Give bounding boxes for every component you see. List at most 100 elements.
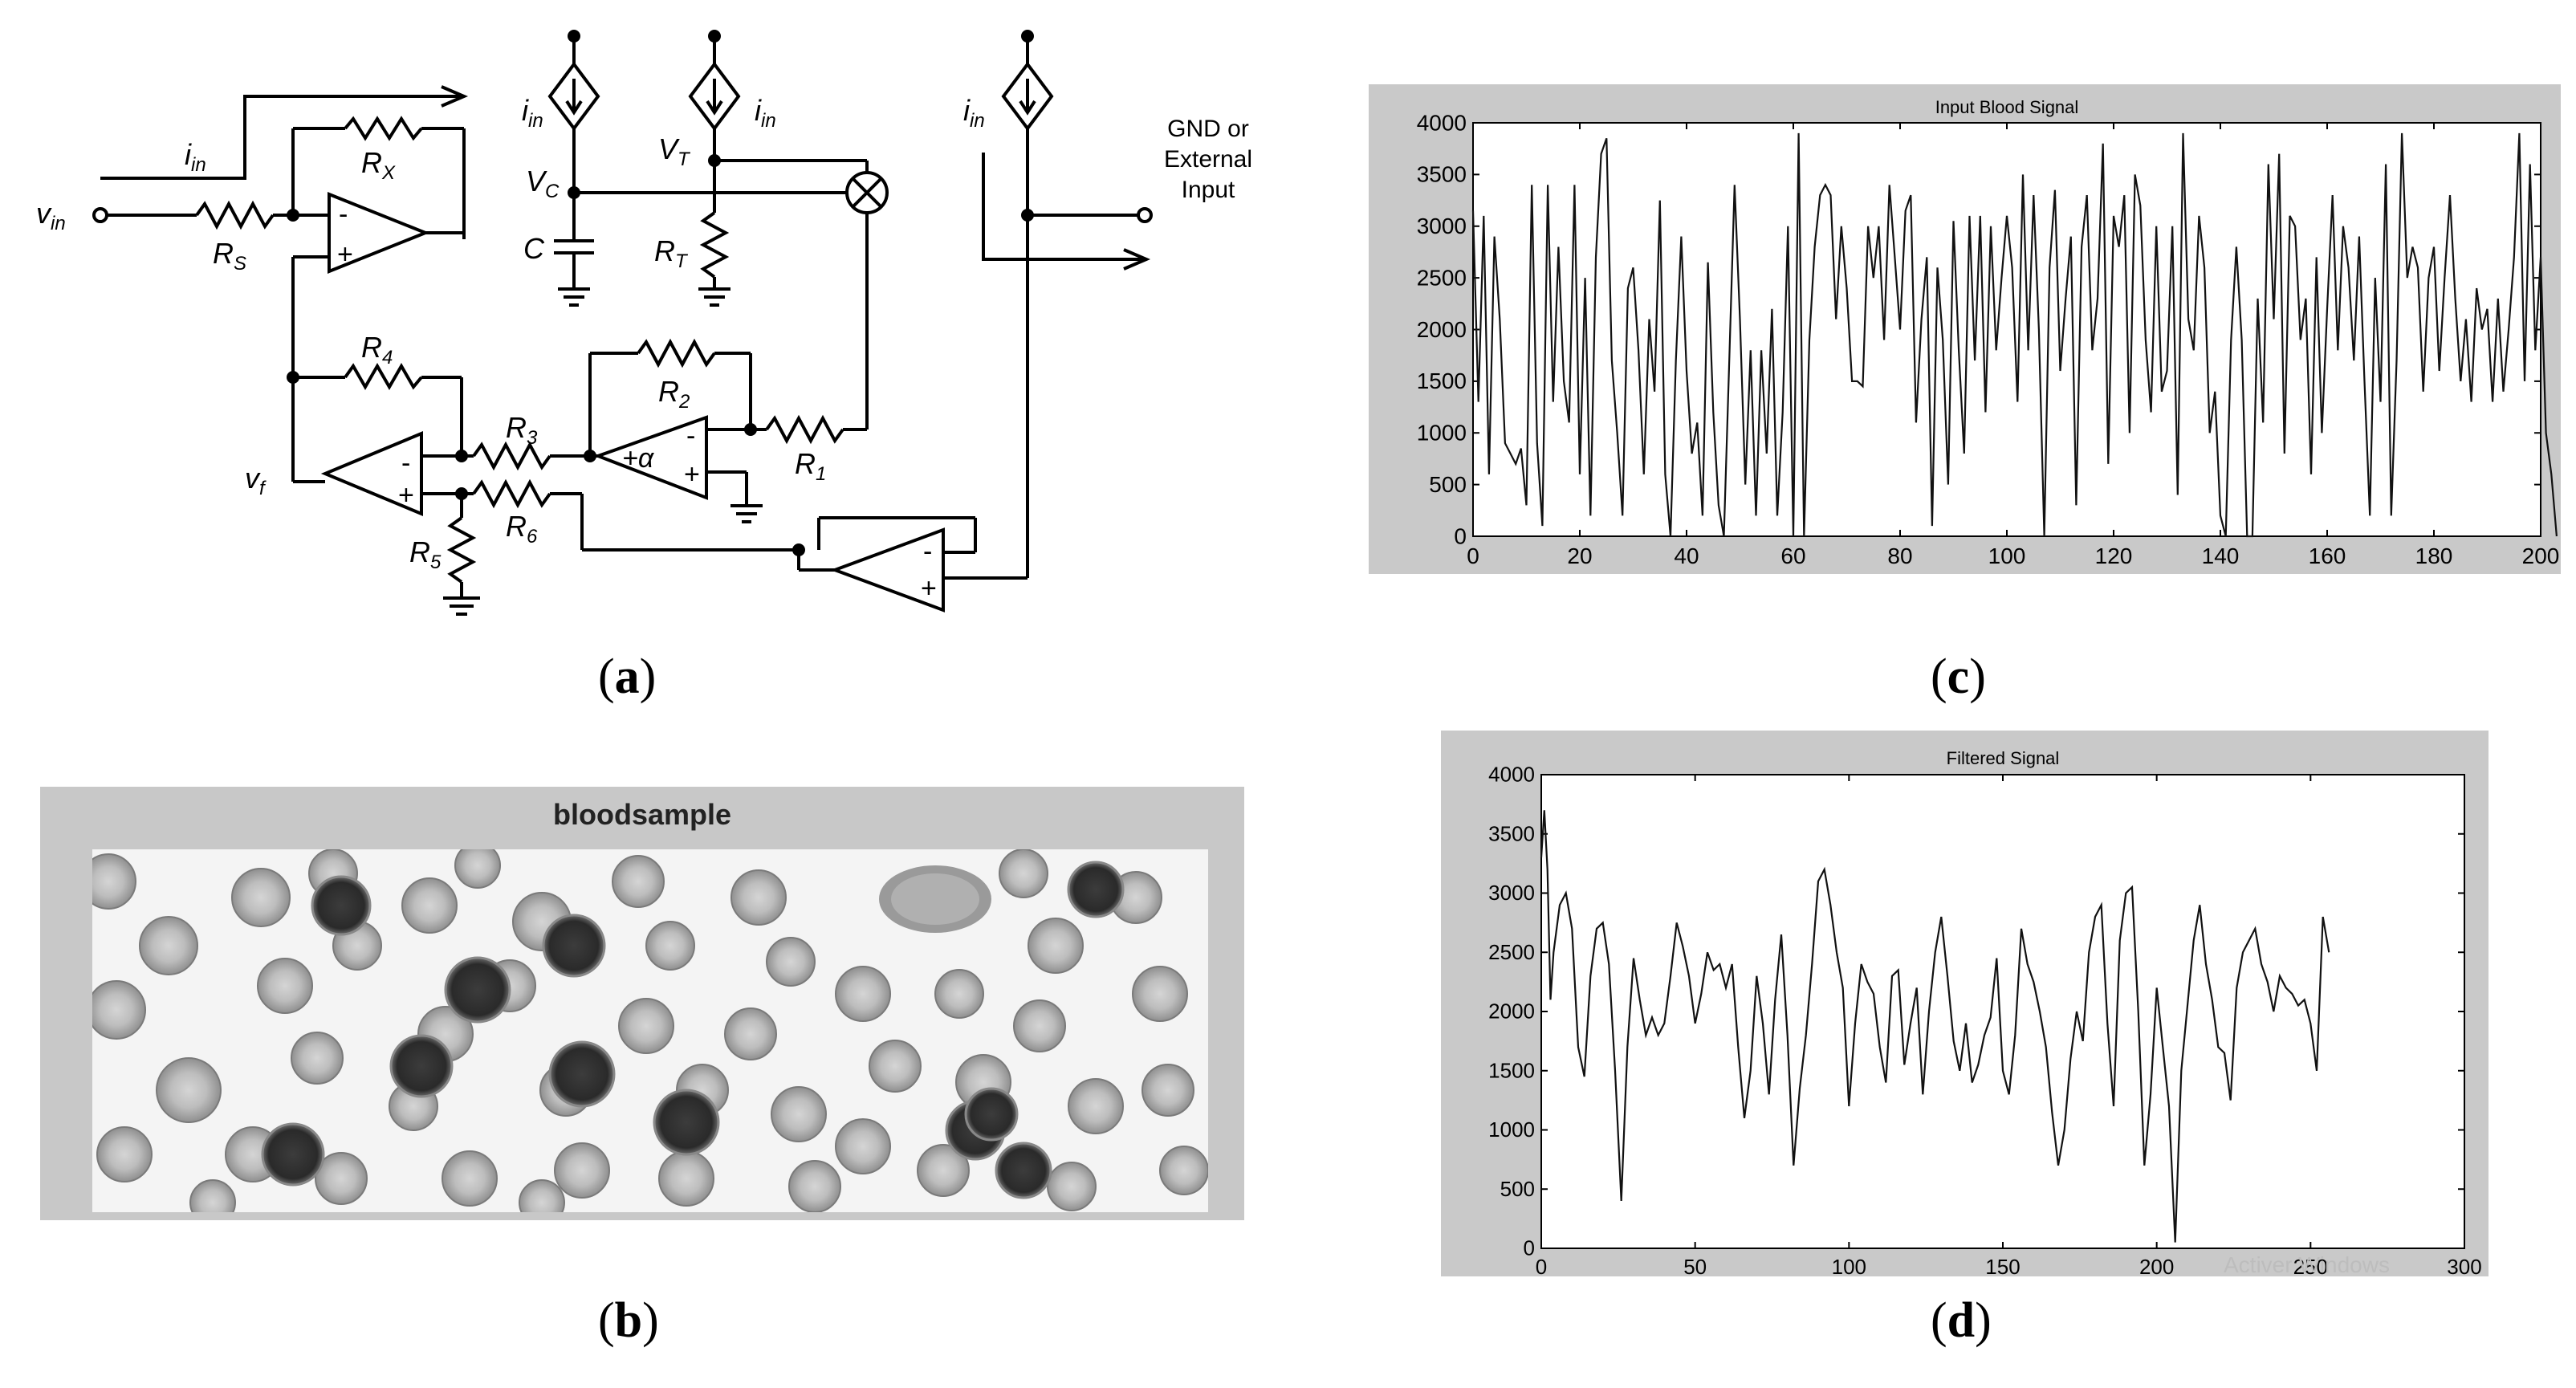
series-line <box>1540 810 2330 1243</box>
x-tick-label: 80 <box>1887 543 1912 568</box>
caption-b: (b) <box>598 1293 659 1348</box>
red-blood-cell <box>1028 918 1084 974</box>
x-tick-label: 60 <box>1780 543 1805 568</box>
x-tick-label: 150 <box>1985 1255 2020 1276</box>
red-blood-cell <box>1159 1146 1208 1195</box>
red-blood-cell <box>554 1142 610 1199</box>
x-tick-label: 160 <box>2309 543 2346 568</box>
red-blood-cell <box>156 1057 222 1123</box>
red-blood-cell <box>788 1160 841 1212</box>
alpha-gain-label: +α <box>622 443 655 474</box>
white-blood-cell <box>548 1040 616 1108</box>
x-tick-label: 50 <box>1683 1255 1707 1276</box>
r5-label: R5 <box>409 535 442 573</box>
red-blood-cell <box>645 921 695 971</box>
y-tick-label: 1000 <box>1417 421 1467 446</box>
red-blood-cell <box>730 869 787 926</box>
r6-label: R6 <box>506 510 538 547</box>
y-tick-label: 500 <box>1429 472 1467 497</box>
circuit-schematic: - + - + - + - + +α vin iin RS RX iin VC … <box>36 30 1252 616</box>
blood-sample-panel: bloodsample <box>40 787 1244 1220</box>
c-label: C <box>523 232 545 265</box>
red-blood-cell <box>454 849 501 889</box>
x-tick-label: 0 <box>1536 1255 1547 1276</box>
red-blood-cell <box>658 1150 714 1207</box>
y-tick-label: 2000 <box>1417 317 1467 342</box>
red-blood-cell <box>934 969 984 1019</box>
opamp3-plus: + <box>684 459 700 490</box>
x-tick-label: 120 <box>2095 543 2133 568</box>
r2-label: R2 <box>658 375 690 413</box>
red-blood-cell <box>835 966 891 1022</box>
iin-top-label: iin <box>185 138 206 176</box>
white-blood-cell <box>261 1122 325 1187</box>
red-blood-cell <box>92 853 136 910</box>
y-tick-label: 2500 <box>1488 940 1535 964</box>
red-blood-cell <box>1141 1064 1194 1117</box>
red-blood-cell <box>1013 999 1066 1052</box>
vin-label: vin <box>36 197 66 234</box>
red-blood-cell <box>1068 1078 1124 1134</box>
r1-label: R1 <box>795 447 826 485</box>
gnd-external-line3: Input <box>1182 177 1235 203</box>
red-blood-cell <box>618 998 674 1054</box>
opamp4-minus: - <box>923 536 932 567</box>
y-tick-label: 3000 <box>1488 881 1535 905</box>
blood-sample-title: bloodsample <box>552 798 732 831</box>
rs-label: RS <box>213 237 246 275</box>
y-tick-label: 0 <box>1454 523 1467 548</box>
opamp2-minus: - <box>401 448 410 478</box>
platelet-cluster <box>879 865 991 933</box>
vc-label: VC <box>526 165 560 202</box>
x-tick-label: 300 <box>2447 1255 2481 1276</box>
iin-c-label: iin <box>522 94 543 132</box>
iin-right-label: iin <box>963 94 985 132</box>
white-blood-cell <box>653 1089 720 1156</box>
chart-title: Input Blood Signal <box>1935 97 2079 117</box>
series-line <box>1471 132 2558 538</box>
rt-label: RT <box>654 234 689 272</box>
red-blood-cell <box>612 855 665 908</box>
y-tick-label: 500 <box>1500 1177 1535 1201</box>
red-blood-cell <box>771 1086 827 1142</box>
y-tick-label: 3000 <box>1417 214 1467 238</box>
y-tick-label: 1500 <box>1417 368 1467 393</box>
red-blood-cell <box>231 868 291 927</box>
r4-label: R4 <box>361 331 393 368</box>
white-blood-cell <box>995 1142 1052 1199</box>
red-blood-cell <box>1047 1162 1097 1211</box>
opamp4-plus: + <box>921 573 937 604</box>
red-blood-cell <box>92 980 146 1040</box>
y-tick-label: 3500 <box>1417 162 1467 187</box>
x-tick-label: 20 <box>1567 543 1592 568</box>
red-blood-cell <box>401 877 458 934</box>
plot-area <box>1472 122 2541 537</box>
opamp1-minus: - <box>339 199 348 230</box>
red-blood-cell <box>442 1150 498 1207</box>
y-tick-label: 0 <box>1524 1236 1535 1260</box>
caption-d: (d) <box>1931 1293 1992 1348</box>
y-tick-label: 1500 <box>1488 1058 1535 1082</box>
red-blood-cell <box>139 916 198 975</box>
white-blood-cell <box>1067 861 1125 918</box>
y-tick-label: 4000 <box>1417 110 1467 135</box>
red-blood-cell <box>519 1179 565 1212</box>
white-blood-cell <box>389 1034 454 1098</box>
white-blood-cell <box>964 1087 1019 1142</box>
red-blood-cell <box>189 1179 236 1212</box>
red-blood-cell <box>96 1126 153 1182</box>
x-tick-label: 100 <box>1988 543 2026 568</box>
red-blood-cell <box>999 849 1048 898</box>
red-blood-cell <box>835 1118 891 1174</box>
red-blood-cell <box>1132 966 1188 1022</box>
opamp3-minus: - <box>686 421 695 451</box>
y-tick-label: 2500 <box>1417 265 1467 290</box>
white-blood-cell <box>444 956 511 1024</box>
caption-a: (a) <box>598 649 657 704</box>
y-tick-label: 1000 <box>1488 1117 1535 1142</box>
y-tick-label: 3500 <box>1488 821 1535 845</box>
x-tick-label: 200 <box>2522 543 2560 568</box>
iin-t-label: iin <box>755 94 776 132</box>
